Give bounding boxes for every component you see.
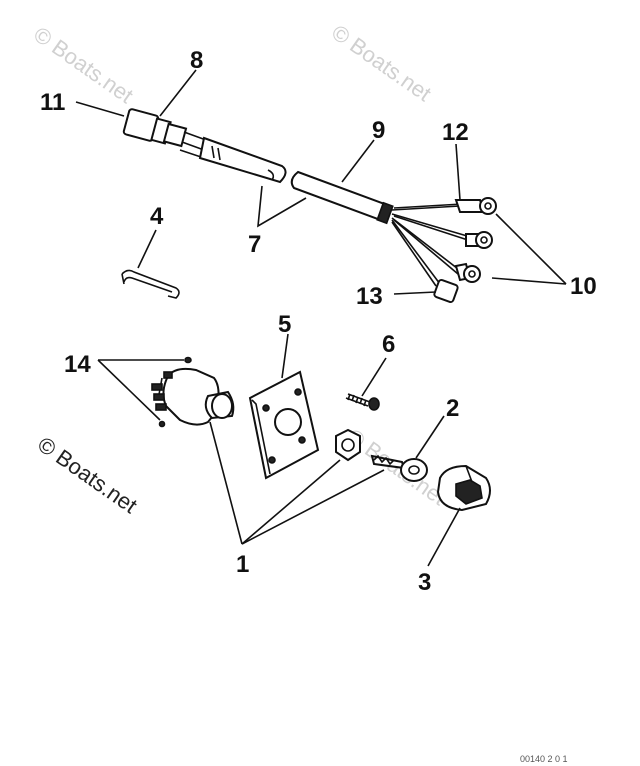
callout-labels: 8 11 9 12 4 7 10 13 5 6 14 2 1 3	[40, 47, 597, 596]
callout-7: 7	[248, 231, 261, 258]
callout-1: 1	[236, 551, 249, 578]
bullet-terminal	[433, 278, 459, 304]
key	[370, 454, 428, 482]
ignition-switch-body	[151, 356, 235, 428]
callout-3: 3	[418, 569, 431, 596]
callout-14: 14	[64, 351, 91, 378]
watermark-top-center: © Boats.net	[327, 20, 436, 107]
retaining-clip	[121, 269, 180, 299]
callout-2: 2	[446, 395, 459, 422]
harness-right-segment	[290, 170, 475, 287]
hex-nut	[335, 428, 361, 462]
mounting-plate	[248, 370, 320, 480]
harness-left-segment	[179, 131, 287, 184]
switch-boot-cap	[436, 464, 491, 512]
callout-5: 5	[278, 311, 291, 338]
callout-9: 9	[372, 117, 385, 144]
watermark-mid-left: © Boats.net	[33, 432, 142, 519]
callout-4: 4	[150, 203, 164, 230]
callout-6: 6	[382, 331, 395, 358]
callout-10: 10	[570, 273, 597, 300]
callout-12: 12	[442, 119, 469, 146]
screw	[345, 393, 380, 411]
connector-housing	[122, 108, 188, 148]
callout-11: 11	[40, 89, 65, 116]
watermark-group: © Boats.net © Boats.net © Boats.net © Bo…	[29, 20, 451, 519]
leader-lines	[75, 69, 567, 567]
ring-terminals	[454, 197, 497, 283]
footer-code: 00140 2 0 1	[520, 754, 568, 764]
callout-8: 8	[190, 47, 203, 74]
callout-13: 13	[356, 283, 383, 310]
